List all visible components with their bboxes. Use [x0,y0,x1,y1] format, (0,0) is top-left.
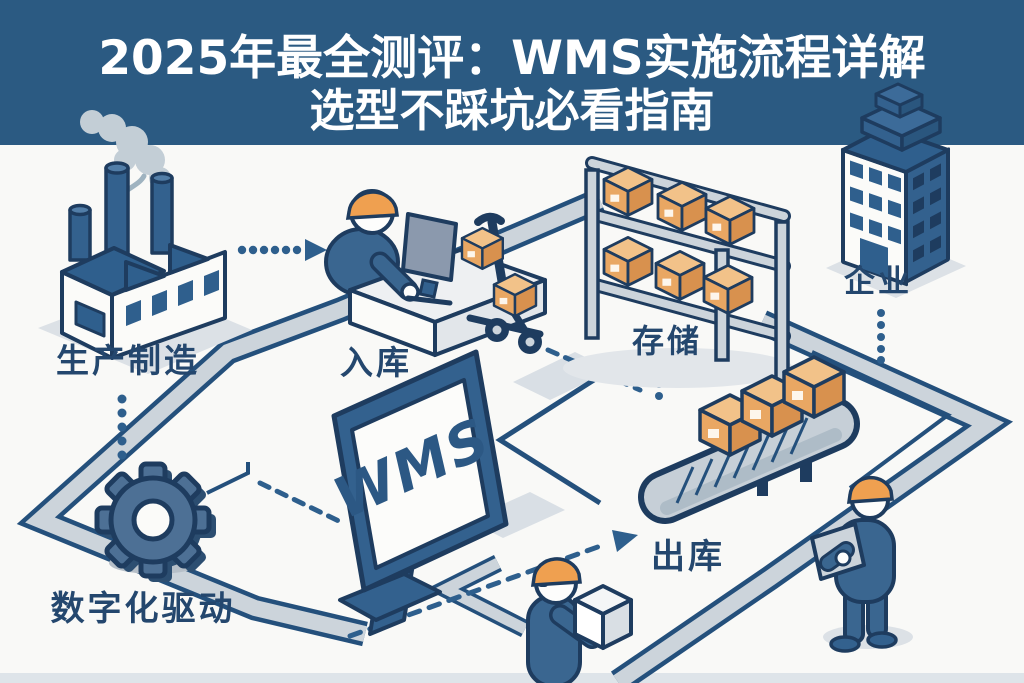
tablet-worker-icon [810,475,898,653]
hardhat-icon [846,475,894,504]
hardhat-icon [345,190,400,220]
gear-icon [97,464,216,582]
connector-production-stub [117,394,127,460]
title-line-2: 选型不踩坑必看指南 [309,84,714,137]
title-line-1: 2025年最全测评：WMS实施流程详解 [98,31,925,86]
office-building-icon [841,82,950,287]
picker-worker-icon [526,557,633,683]
outbound-label: 出库 [651,537,725,577]
hardhat-icon [530,557,582,587]
inbound-label: 入库 [340,343,412,382]
rack-shadow [563,348,793,388]
storage-label: 存储 [632,322,702,360]
connector-digital-dashed [206,462,348,527]
digital-label: 数字化驱动 [51,589,236,629]
header-band [0,0,1024,145]
arrowhead-right-icon [612,530,638,552]
factory-icon [60,110,227,360]
storage-rack-icon [584,156,791,404]
package-box-icon [573,584,633,650]
enterprise-label: 企业 [844,264,912,300]
connector-enterprise-stub [877,309,885,364]
receiving-desk-worker-icon [324,189,547,357]
conveyor-belt-icon [638,355,860,524]
handtruck-icon [460,212,544,354]
connector-production-to-inbound [237,239,327,261]
footer-strip [0,673,1024,683]
computer-icon [401,212,458,306]
arrowhead-right-icon [305,239,327,261]
factory-windows [126,270,219,326]
wms-monitor-icon: WMS [324,349,509,636]
production-label: 生产制造 [56,341,200,380]
